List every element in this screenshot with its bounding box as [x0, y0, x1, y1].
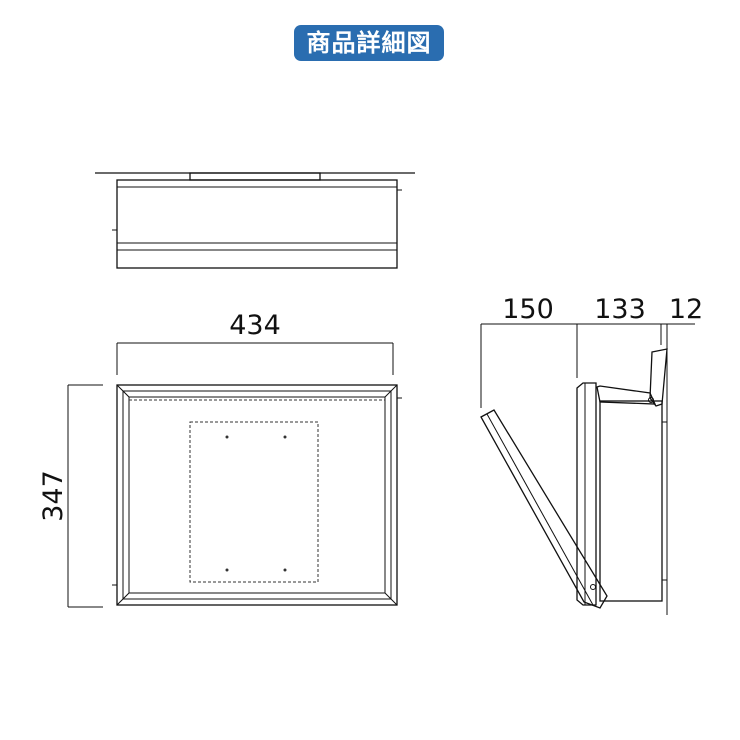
product-detail-badge: 商品詳細図 — [294, 25, 444, 61]
height-dimension-label: 347 — [38, 470, 69, 522]
side-view: 150 133 12 — [480, 294, 703, 615]
door-open-dimension-label: 150 — [502, 294, 554, 325]
depth-dimension-label: 133 — [594, 294, 646, 325]
top-view — [95, 172, 415, 269]
width-dimension-label: 434 — [229, 310, 281, 341]
front-view: 434 347 — [38, 310, 402, 608]
flap-dimension-label: 12 — [669, 294, 703, 325]
